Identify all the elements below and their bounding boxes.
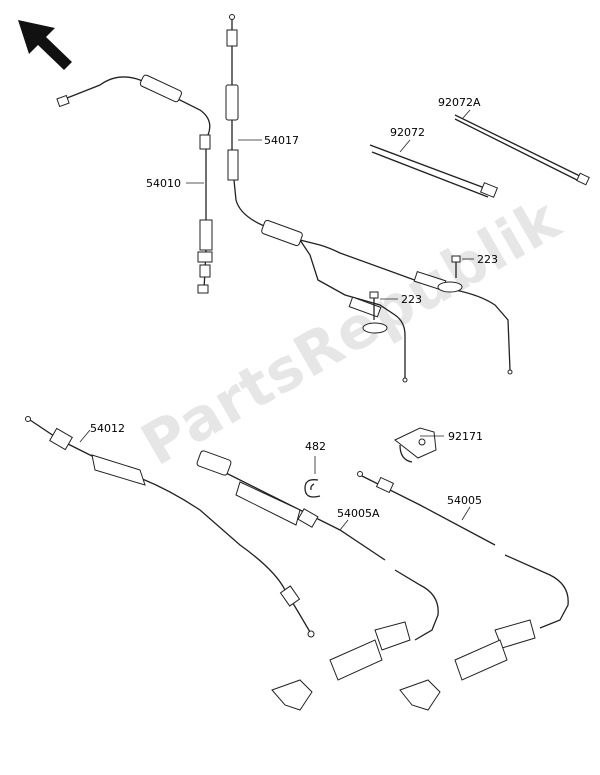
leader-92072A: [462, 109, 471, 119]
leader-54005: [461, 506, 471, 521]
label-54017[interactable]: 54017: [264, 134, 299, 147]
cable-54017[interactable]: [225, 14, 513, 383]
arrow-up-left-icon: [18, 20, 72, 70]
label-54012[interactable]: 54012: [90, 422, 125, 435]
band-92072[interactable]: [369, 144, 499, 198]
leader-54012: [79, 429, 91, 443]
label-223a[interactable]: 223: [477, 253, 498, 266]
label-54005A[interactable]: 54005A: [337, 507, 380, 520]
cable-54005[interactable]: [357, 471, 569, 711]
cable-54012[interactable]: [25, 416, 315, 638]
label-92171[interactable]: 92171: [448, 430, 483, 443]
bolt-223b[interactable]: [362, 291, 388, 334]
cable-54010[interactable]: [56, 74, 213, 294]
label-223b[interactable]: 223: [401, 293, 422, 306]
label-54010[interactable]: 54010: [146, 177, 181, 190]
clip-482[interactable]: [304, 479, 321, 498]
bolt-223a[interactable]: [437, 255, 463, 293]
leader-54005A: [339, 519, 349, 531]
cable-54005A[interactable]: [196, 450, 439, 711]
bracket-92171[interactable]: [394, 427, 437, 463]
leader-92072: [399, 139, 411, 153]
label-482[interactable]: 482: [305, 440, 326, 453]
label-92072[interactable]: 92072: [390, 126, 425, 139]
band-92072A[interactable]: [454, 114, 590, 186]
label-54005[interactable]: 54005: [447, 494, 482, 507]
label-92072A[interactable]: 92072A: [438, 96, 481, 109]
